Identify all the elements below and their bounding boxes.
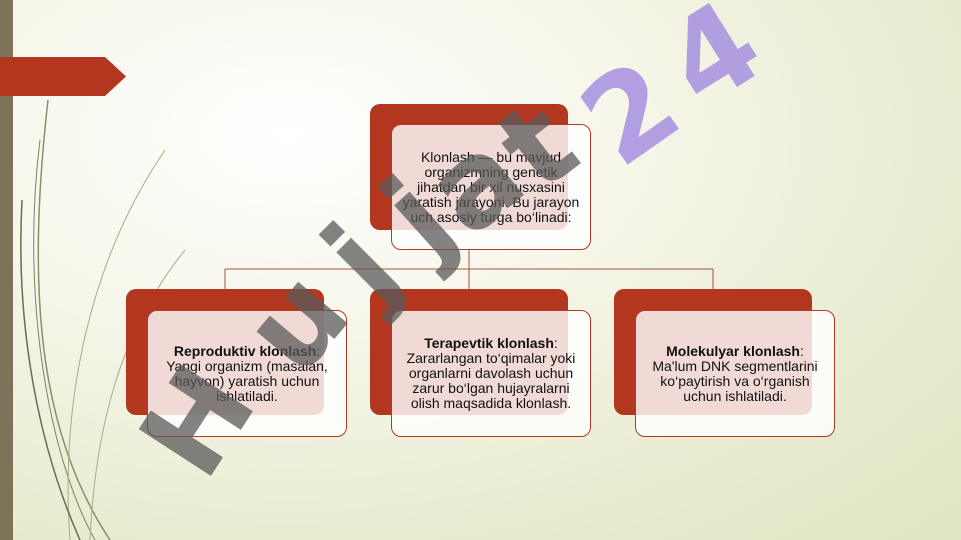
child-node-2-title: Terapevtik klonlash	[424, 335, 554, 351]
child-node-2-separator: :	[553, 335, 558, 351]
child-node-2-body: Zararlangan to‘qimalar yoki organlarni d…	[406, 350, 576, 411]
root-node: Klonlash — bu mavjud organizmning geneti…	[391, 124, 591, 250]
child-node-3-body: Ma'lum DNK segmentlarini ko‘paytirish va…	[652, 357, 818, 404]
root-node-text: Klonlash — bu mavjud organizmning geneti…	[402, 148, 580, 225]
child-node-1-body: Yangi organizm (masalan, hayvon) yaratis…	[166, 357, 328, 404]
title-tab-arrow	[0, 57, 126, 96]
child-node-3-separator: :	[799, 342, 804, 359]
child-node-molecular: Molekulyar klonlash: Ma'lum DNK segmentl…	[635, 310, 835, 437]
child-node-3-title: Molekulyar klonlash	[666, 342, 800, 359]
child-node-therapeutic: Terapevtik klonlash: Zararlangan to‘qima…	[391, 310, 591, 437]
child-node-1-separator: :	[316, 342, 321, 359]
left-accent-bar	[0, 0, 13, 540]
child-node-1-title: Reproduktiv klonlash	[173, 342, 317, 359]
child-node-reproductive: Reproduktiv klonlash: Yangi organizm (ma…	[147, 310, 347, 437]
